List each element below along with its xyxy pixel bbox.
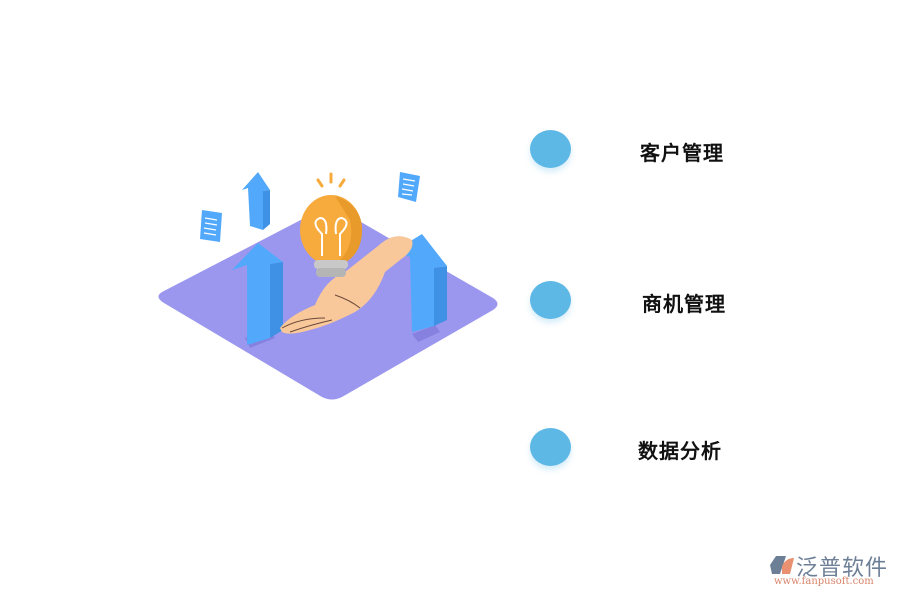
feature-label: 数据分析 [638, 439, 722, 463]
circle-bullet-icon [530, 428, 571, 466]
feature-item-opportunity-management: 商机管理 [530, 281, 790, 321]
hero-illustration [150, 160, 510, 410]
brand-name: 泛普软件 [796, 556, 889, 581]
circle-bullet-icon [530, 281, 571, 319]
feature-label: 商机管理 [642, 292, 726, 316]
feature-item-data-analysis: 数据分析 [530, 428, 790, 468]
feature-item-customer-management: 客户管理 [530, 130, 790, 170]
circle-bullet-icon [530, 130, 571, 168]
fanpu-logo-icon [770, 556, 794, 574]
idea-hand-illustration-icon [158, 172, 498, 400]
brand-url: www.fanpusoft.com [774, 576, 874, 587]
brand-logo: 泛普软件 www.fanpusoft.com [768, 552, 893, 592]
feature-label: 客户管理 [640, 141, 724, 165]
